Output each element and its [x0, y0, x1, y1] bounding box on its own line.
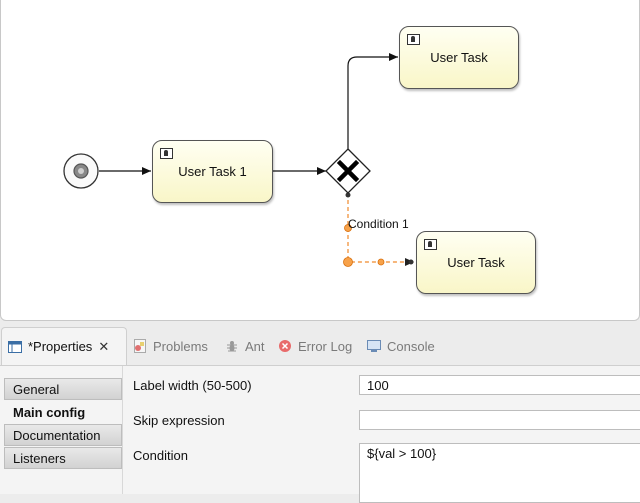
user-task-top[interactable]: User Task — [399, 26, 519, 89]
error-log-icon — [279, 340, 291, 352]
condition-label[interactable]: Condition 1 — [348, 217, 409, 231]
problems-icon — [134, 339, 146, 353]
tab-label: Ant — [245, 338, 265, 354]
tab-console[interactable]: Console — [367, 327, 435, 365]
tab-label: Problems — [153, 338, 208, 354]
sidebar-item-label: Main config — [13, 404, 86, 420]
tab-properties[interactable]: *Properties ✕ — [1, 327, 127, 365]
user-task-icon — [160, 148, 173, 159]
tab-error-log[interactable]: Error Log — [278, 327, 352, 365]
properties-icon — [8, 340, 22, 353]
sidebar-item-label: General — [13, 381, 60, 397]
diagram-canvas[interactable]: User Task 1 User Task User Task Conditio… — [0, 0, 640, 321]
sidebar-item-listeners[interactable]: Listeners — [4, 447, 122, 469]
tab-ant[interactable]: Ant — [225, 327, 265, 365]
properties-panel: General Main config Documentation Listen… — [0, 365, 640, 503]
condition-textarea[interactable]: ${val > 100} — [359, 443, 640, 503]
exclusive-gateway[interactable] — [325, 148, 371, 194]
user-task-bottom[interactable]: User Task — [416, 231, 536, 294]
close-icon[interactable]: ✕ — [98, 338, 110, 354]
tab-label: *Properties — [28, 339, 93, 354]
panel-divider — [122, 366, 123, 494]
tab-label: Console — [387, 338, 435, 354]
label-width-label: Label width (50-500) — [133, 378, 252, 393]
task-label: User Task — [430, 50, 488, 65]
skip-expression-label: Skip expression — [133, 413, 225, 428]
diagram-svg — [63, 53, 415, 267]
view-tab-bar: *Properties ✕ Problems Ant Error Log Con… — [0, 327, 640, 365]
user-task-1[interactable]: User Task 1 — [152, 140, 273, 203]
sequence-flow-top[interactable] — [347, 53, 398, 150]
user-task-icon — [407, 34, 420, 45]
console-icon — [367, 340, 381, 352]
properties-sidebar: General Main config Documentation Listen… — [4, 378, 122, 470]
sidebar-item-general[interactable]: General — [4, 378, 122, 400]
skip-expression-input[interactable] — [359, 410, 640, 430]
conditional-flow[interactable] — [343, 192, 415, 267]
tab-problems[interactable]: Problems — [133, 327, 208, 365]
task-label: User Task — [447, 255, 505, 270]
sidebar-item-main-config[interactable]: Main config — [4, 401, 122, 423]
sidebar-item-label: Documentation — [13, 427, 101, 443]
task-label: User Task 1 — [178, 164, 247, 179]
sidebar-item-documentation[interactable]: Documentation — [4, 424, 122, 446]
user-task-icon — [424, 239, 437, 250]
ant-icon — [227, 341, 237, 352]
label-width-input[interactable]: 100 — [359, 375, 640, 395]
condition-label-field: Condition — [133, 448, 188, 463]
tab-label: Error Log — [298, 338, 353, 354]
start-event[interactable] — [63, 153, 99, 189]
sidebar-item-label: Listeners — [13, 450, 66, 466]
